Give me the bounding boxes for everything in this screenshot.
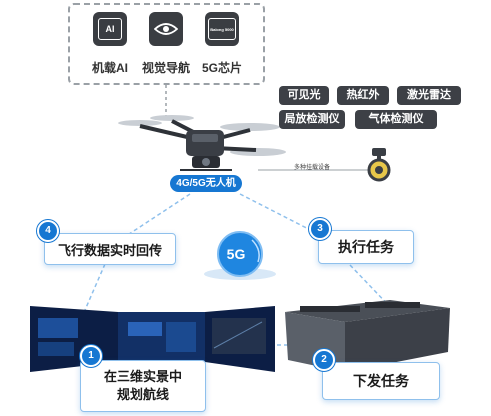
step-2-label: 下发任务: [353, 373, 409, 389]
5g-logo: 5G: [204, 231, 276, 280]
step-1-label-line2: 规划航线: [116, 387, 169, 402]
step-3-number: 3: [309, 218, 331, 240]
step-1-box: 在三维实景中 规划航线: [80, 360, 206, 412]
payload-connector-label: 多种挂载设备: [294, 165, 331, 171]
step-2-box: 下发任务: [322, 362, 440, 400]
5g-chip-icon: Balong 5000: [205, 12, 239, 46]
step-1-label-line1: 在三维实景中: [103, 369, 182, 384]
step-2-number: 2: [313, 349, 335, 371]
payload-visible-light: 可见光: [279, 86, 329, 105]
payload-gas-detector: 气体检测仪: [355, 110, 437, 129]
eye-icon: [149, 12, 183, 46]
step-4-box: 飞行数据实时回传: [44, 233, 176, 265]
step-3-box: 执行任务: [318, 230, 414, 264]
propeller-back-right: [220, 123, 280, 131]
step-4-label: 飞行数据实时回传: [57, 242, 162, 258]
module-label-5g: 5G芯片: [201, 61, 243, 75]
5g-chip-text: Balong 5000: [208, 18, 236, 40]
flow-step3-to-console: [349, 264, 396, 313]
step-1-number: 1: [80, 345, 102, 367]
ai-chip-text: AI: [98, 18, 122, 40]
step-3-label: 执行任务: [338, 239, 394, 255]
drone-body: [186, 130, 224, 156]
module-label-vision: 视觉导航: [141, 61, 191, 75]
propeller-front-left: [118, 120, 162, 126]
payload-thermal-infrared: 热红外: [337, 86, 389, 105]
payload-camera-icon: [367, 148, 391, 182]
console-side: [345, 308, 450, 372]
payload-partial-discharge: 局放检测仪: [279, 110, 345, 129]
payload-lidar: 激光雷达: [397, 86, 461, 105]
flow-step4-to-screen: [84, 263, 106, 311]
5g-logo-text: 5G: [227, 246, 246, 262]
ai-chip-icon: AI: [93, 12, 127, 46]
propeller-front-right: [150, 115, 194, 121]
module-label-ai: 机载AI: [91, 61, 129, 75]
drone-label-badge: 4G/5G无人机: [170, 175, 242, 192]
drone-illustration: [118, 115, 286, 171]
step-4-number: 4: [37, 220, 59, 242]
